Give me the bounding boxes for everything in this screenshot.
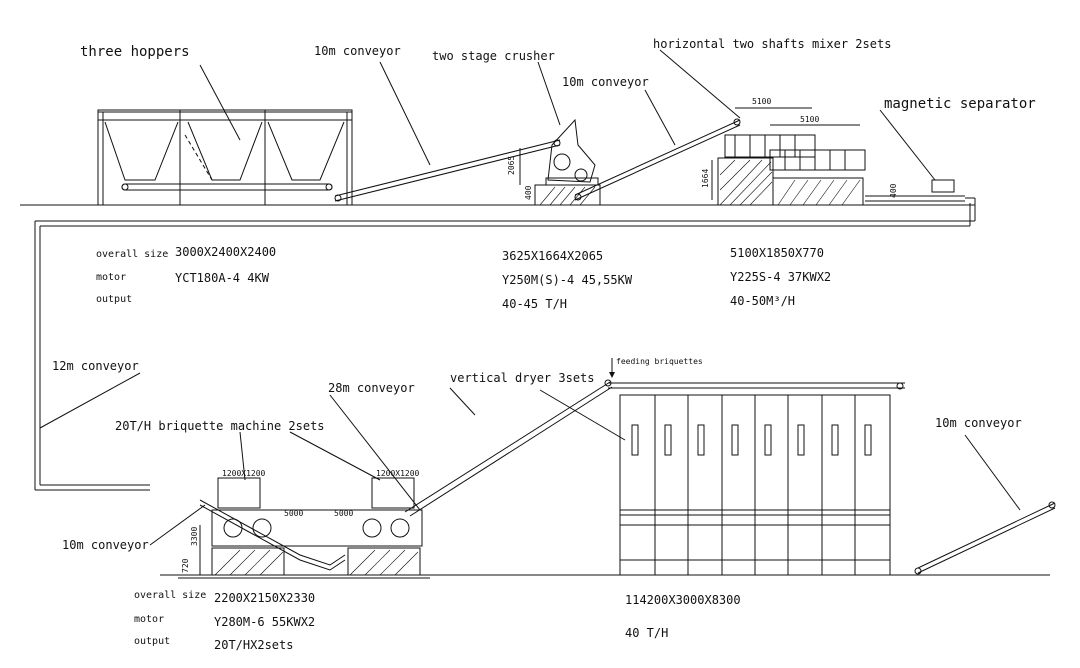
dryer-size: 114200X3000X8300 <box>625 593 741 607</box>
conveyor-28m <box>404 379 613 517</box>
dryer-output: 40 T/H <box>625 626 668 640</box>
briquette-output: 20T/HX2sets <box>214 638 293 652</box>
label-vertical-dryer: vertical dryer 3sets <box>450 371 595 385</box>
dim-briquette-height: 3300 <box>190 527 199 546</box>
dim-briquette-spacing-a: 5000 <box>284 509 303 518</box>
two-stage-crusher <box>534 118 601 206</box>
hoppers-size: 3000X2400X2400 <box>175 245 276 259</box>
conveyor-10m-d <box>914 501 1056 575</box>
bottom-specs: overall size motor output 2200X2150X2330… <box>134 590 741 652</box>
label-conveyor-10m-b: 10m conveyor <box>562 75 649 89</box>
dryer-feed-conveyor <box>608 358 905 390</box>
bottom-leader-lines <box>39 372 1021 546</box>
horizontal-mixer <box>717 107 866 206</box>
label-conveyor-10m-d: 10m conveyor <box>935 416 1022 430</box>
label-conveyor-12m: 12m conveyor <box>52 359 139 373</box>
label-feeding-briquettes: feeding briquettes <box>616 357 703 366</box>
dim-briquette-spacing-b: 5000 <box>334 509 353 518</box>
dim-briquette-hopper-a: 1200X1200 <box>222 469 266 478</box>
vertical-dryer <box>619 394 891 576</box>
top-specs: overall size motor output 3000X2400X2400… <box>96 245 831 311</box>
dim-mixer-inner: 5100 <box>800 115 819 124</box>
label-magnetic-separator: magnetic separator <box>884 96 1036 112</box>
three-hoppers <box>97 109 353 206</box>
crusher-size: 3625X1664X2065 <box>502 249 603 263</box>
mixer-output: 40-50M³/H <box>730 294 795 308</box>
mixer-motor: Y225S-4 37KWX2 <box>730 270 831 284</box>
label-conveyor-10m-c: 10m conveyor <box>62 538 149 552</box>
label-conveyor-10m-a: 10m conveyor <box>314 44 401 58</box>
dim-crusher-base: 400 <box>524 185 533 200</box>
dim-briquette-base: 720 <box>181 558 190 573</box>
dim-mixer-width: 5100 <box>752 97 771 106</box>
mixer-size: 5100X1850X770 <box>730 246 824 260</box>
crusher-motor: Y250M(S)-4 45,55KW <box>502 273 633 287</box>
top-leader-lines <box>199 49 936 181</box>
spec-b-label-output: output <box>134 636 170 647</box>
dim-separator-height: 400 <box>889 183 898 198</box>
magnetic-separator <box>865 179 965 202</box>
label-briquette-machine: 20T/H briquette machine 2sets <box>115 419 325 433</box>
briquette-machines <box>199 477 423 576</box>
spec-label-size: overall size <box>96 249 168 260</box>
label-conveyor-28m: 28m conveyor <box>328 381 415 395</box>
label-mixer: horizontal two shafts mixer 2sets <box>653 37 891 51</box>
dim-crusher-height: 2065 <box>507 156 516 175</box>
briquette-size: 2200X2150X2330 <box>214 591 315 605</box>
conveyor-10m-b <box>574 118 741 201</box>
spec-label-output: output <box>96 294 132 305</box>
crusher-output: 40-45 T/H <box>502 297 567 311</box>
briquette-motor: Y280M-6 55KWX2 <box>214 615 315 629</box>
bottom-ground-line <box>35 484 1050 579</box>
spec-b-label-size: overall size <box>134 590 206 601</box>
label-three-hoppers: three hoppers <box>80 44 190 60</box>
spec-label-motor: motor <box>96 272 126 283</box>
spec-b-label-motor: motor <box>134 614 164 625</box>
dim-mixer-height: 1664 <box>701 169 710 188</box>
hoppers-motor: YCT180A-4 4KW <box>175 271 270 285</box>
label-two-stage-crusher: two stage crusher <box>432 49 555 63</box>
dim-briquette-hopper-b: 1200X1200 <box>376 469 420 478</box>
